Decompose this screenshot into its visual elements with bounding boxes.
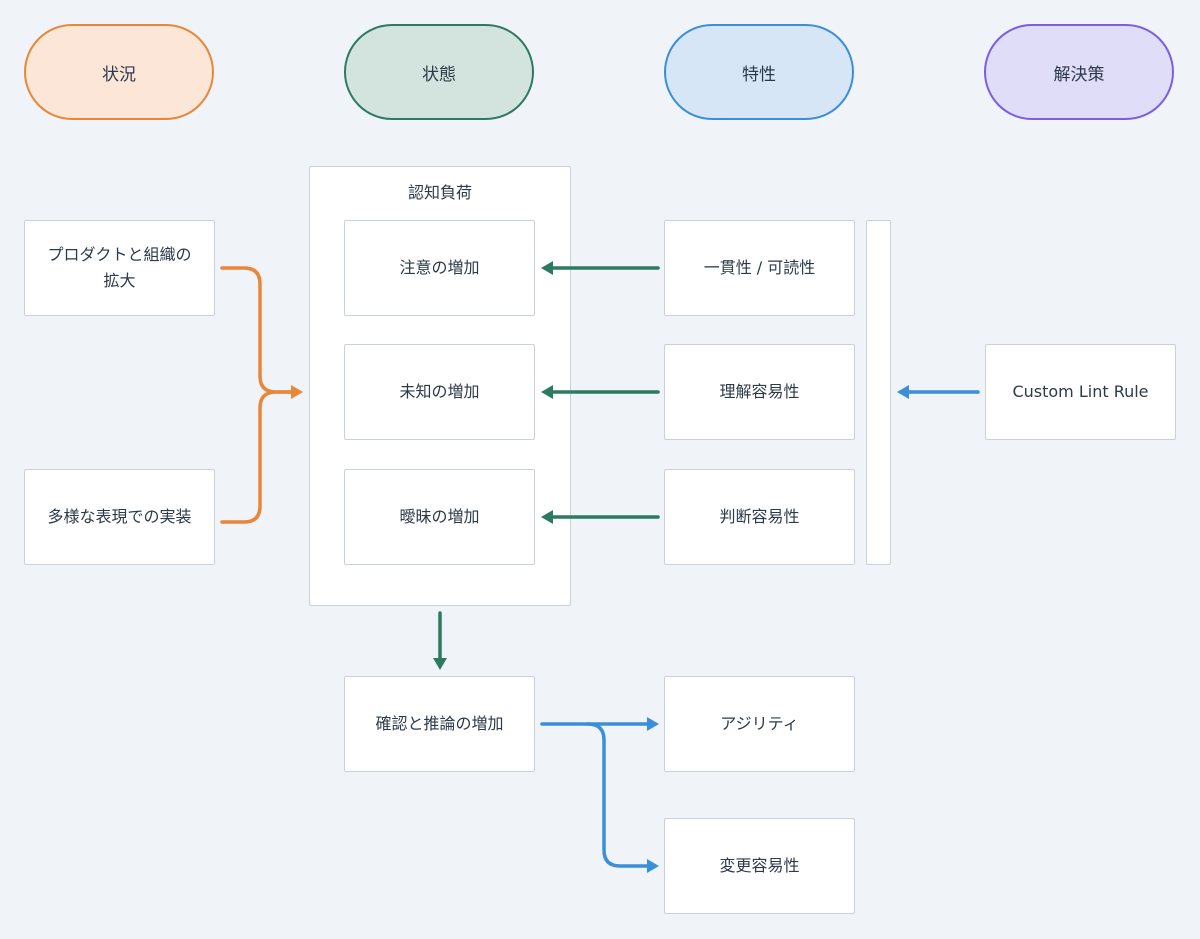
header-solution-label: 解決策	[1053, 64, 1105, 85]
outcome-verification-box: 確認と推論の増加	[344, 676, 535, 772]
connector-verification-to-changeability	[586, 722, 650, 868]
state-ambiguity-label: 曖昧の増加	[399, 507, 480, 527]
state-ambiguity-box: 曖昧の増加	[344, 469, 535, 565]
state-unknown-label: 未知の増加	[399, 382, 480, 402]
arrowhead-to-properties	[897, 385, 909, 399]
state-unknown-box: 未知の増加	[344, 344, 535, 440]
arrowhead-to-agility	[647, 717, 659, 731]
outcome-agility-label: アジリティ	[720, 714, 799, 734]
arrowhead-to-changeability	[647, 859, 659, 873]
header-state-label: 状態	[422, 64, 456, 85]
outcome-agility-box: アジリティ	[664, 676, 855, 772]
outcome-verification-label: 確認と推論の増加	[375, 714, 504, 734]
connector-situation-growth	[220, 266, 294, 394]
header-situation-label: 状況	[102, 64, 136, 85]
solution-custom-lint-box: Custom Lint Rule	[985, 344, 1176, 440]
situation-diverse-label: 多様な表現での実装	[47, 507, 192, 527]
situation-growth-label: プロダクトと組織の 拡大	[47, 245, 192, 290]
property-decidability-box: 判断容易性	[664, 469, 855, 565]
outcome-changeability-label: 変更容易性	[719, 856, 800, 876]
header-situation: 状況	[24, 24, 214, 120]
outcome-changeability-box: 変更容易性	[664, 818, 855, 914]
property-decidability-label: 判断容易性	[719, 507, 800, 527]
header-property: 特性	[664, 24, 854, 120]
property-consistency-label: 一貫性 / 可読性	[703, 258, 816, 278]
header-solution: 解決策	[984, 24, 1174, 120]
arrowhead-to-cognitive-load	[291, 385, 303, 399]
property-understandability-label: 理解容易性	[719, 382, 800, 402]
properties-bracket	[866, 220, 891, 565]
state-attention-label: 注意の増加	[399, 258, 480, 278]
property-consistency-box: 一貫性 / 可読性	[664, 220, 855, 316]
solution-custom-lint-label: Custom Lint Rule	[1012, 382, 1149, 402]
situation-growth-box: プロダクトと組織の 拡大	[24, 220, 215, 316]
connector-situation-diverse	[220, 390, 294, 524]
arrowhead-to-verification	[433, 658, 447, 670]
situation-diverse-box: 多様な表現での実装	[24, 469, 215, 565]
header-property-label: 特性	[742, 64, 776, 85]
cognitive-load-label: 認知負荷	[407, 183, 472, 202]
state-attention-box: 注意の増加	[344, 220, 535, 316]
property-understandability-box: 理解容易性	[664, 344, 855, 440]
header-state: 状態	[344, 24, 534, 120]
